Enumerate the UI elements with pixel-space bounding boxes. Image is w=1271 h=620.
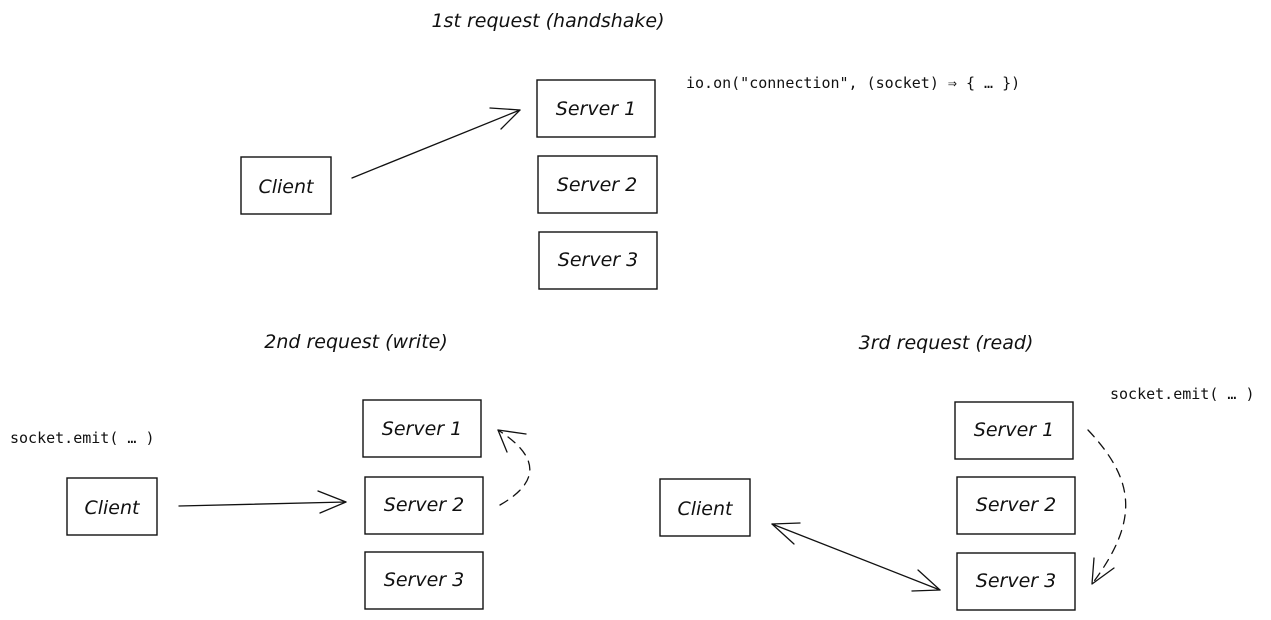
arrow-head: [1091, 557, 1115, 585]
handshake-arrow: [351, 107, 521, 179]
arrow-head: [489, 107, 521, 130]
client-label: Client: [677, 498, 734, 520]
arrow-head: [317, 490, 347, 514]
server-label: Server 2: [384, 494, 464, 516]
server-label: Server 1: [974, 419, 1054, 441]
server-box: [364, 551, 484, 610]
panel-handshake: 1st request (handshake) Client Server 1 …: [240, 10, 1020, 290]
server-box: [538, 231, 658, 290]
arrow-head-server: [911, 569, 941, 592]
client-label: Client: [84, 497, 141, 519]
server-node-1: Server 1: [362, 399, 482, 458]
server-label: Server 3: [976, 570, 1056, 592]
client-box: [240, 156, 332, 215]
client-node: Client: [240, 156, 332, 215]
arrow-shaft: [497, 429, 531, 506]
server-box: [956, 552, 1076, 611]
server-node-3: Server 3: [364, 551, 484, 610]
server-label: Server 2: [976, 494, 1056, 516]
server-label: Server 1: [556, 98, 636, 120]
server-node-1: Server 1: [954, 401, 1074, 460]
write-arrow: [178, 490, 347, 514]
arrow-shaft: [771, 523, 941, 591]
code-snippet: socket.emit( … ): [1110, 385, 1255, 403]
read-arrow: [771, 522, 941, 592]
server-box: [954, 401, 1074, 460]
server-label: Server 2: [557, 174, 637, 196]
arrow-shaft: [351, 109, 521, 179]
server-node-1: Server 1: [536, 79, 656, 138]
panel-title: 1st request (handshake): [431, 10, 664, 32]
server-node-2: Server 2: [956, 476, 1076, 535]
client-label: Client: [258, 176, 315, 198]
panel-title: 2nd request (write): [264, 331, 448, 353]
replication-arrow: [497, 429, 531, 506]
server-box: [537, 155, 658, 214]
server-node-2: Server 2: [537, 155, 658, 214]
server-label: Server 3: [384, 569, 464, 591]
server-box: [536, 79, 656, 138]
server-node-3: Server 3: [956, 552, 1076, 611]
panel-write: 2nd request (write) socket.emit( … ) Cli…: [10, 331, 531, 610]
server-box: [362, 399, 482, 458]
client-node: Client: [659, 478, 751, 537]
server-label: Server 3: [558, 249, 638, 271]
code-snippet: socket.emit( … ): [10, 429, 155, 447]
arrow-head-client: [771, 522, 801, 545]
server-box: [956, 476, 1076, 535]
arrow-head: [497, 429, 527, 453]
panel-title: 3rd request (read): [859, 332, 1034, 354]
emit-broadcast-arrow: [1087, 429, 1127, 585]
arrow-shaft: [1087, 429, 1127, 585]
client-box: [66, 477, 158, 536]
client-box: [659, 478, 751, 537]
panel-read: 3rd request (read) socket.emit( … ) Clie…: [659, 332, 1255, 611]
server-node-3: Server 3: [538, 231, 658, 290]
server-box: [364, 476, 484, 535]
server-node-2: Server 2: [364, 476, 484, 535]
arrow-shaft: [178, 501, 347, 507]
code-snippet: io.on("connection", (socket) ⇒ { … }): [686, 74, 1020, 92]
client-node: Client: [66, 477, 158, 536]
server-label: Server 1: [382, 418, 462, 440]
